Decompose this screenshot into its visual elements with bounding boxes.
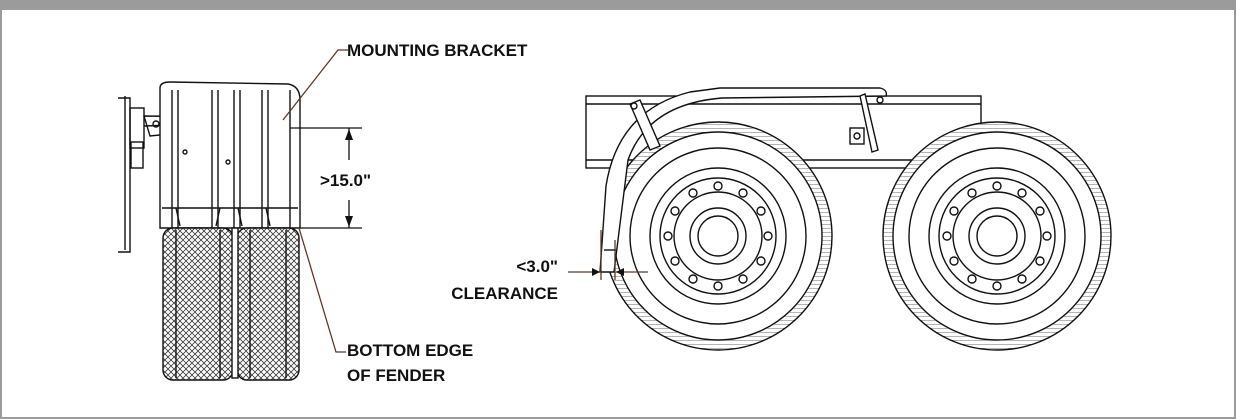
bottom-edge-label-line2: OF FENDER (347, 366, 445, 385)
clearance-word-label: CLEARANCE (451, 284, 558, 303)
mounting-bracket-label: MOUNTING BRACKET (347, 41, 528, 60)
front-tire (603, 121, 833, 351)
height-dimension (290, 127, 362, 229)
bottom-edge-label-line1: BOTTOM EDGE (347, 341, 473, 360)
rear-view (118, 81, 301, 381)
rear-tire (882, 121, 1112, 351)
clearance-value-label: <3.0" (516, 257, 558, 276)
bottom-edge-leader (298, 227, 346, 353)
mounting-bracket-leader (282, 49, 348, 121)
side-view (585, 87, 1112, 351)
clearance-dimension (568, 230, 648, 280)
height-dimension-label: >15.0" (320, 171, 371, 190)
